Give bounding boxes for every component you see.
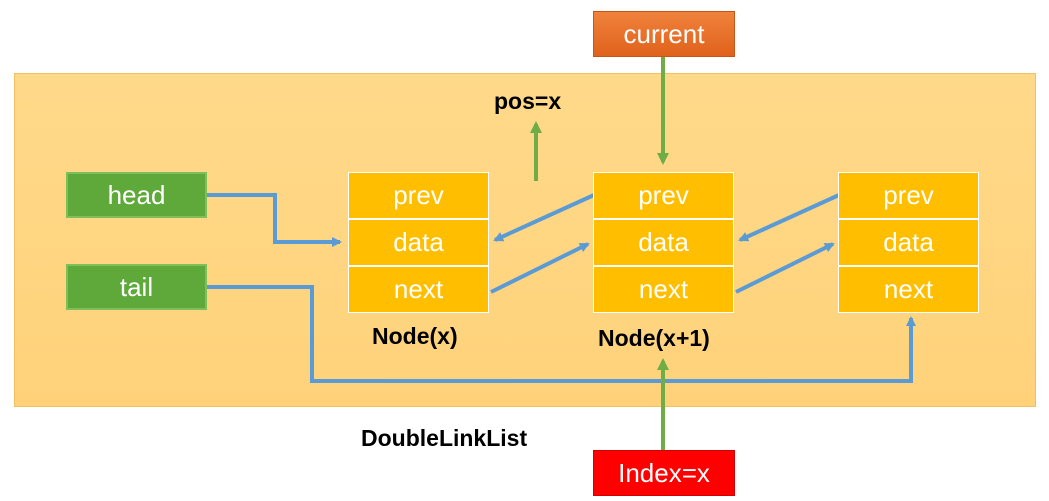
pos-label: pos=x	[494, 88, 562, 114]
current-pointer-box: current	[593, 11, 735, 57]
node-x1: prev data next	[593, 172, 734, 313]
node-x1-next-to-node-3-arrow	[735, 242, 835, 294]
node-x-prev-cell: prev	[348, 172, 489, 219]
node-x-next-to-node-x1-arrow	[490, 242, 590, 294]
node-x-label: Node(x)	[372, 323, 458, 349]
tail-label: tail	[119, 271, 154, 302]
node-x1-data-cell: data	[593, 219, 734, 266]
node-x1-next-cell: next	[593, 266, 734, 313]
tail-pointer-box: tail	[66, 264, 207, 310]
head-to-node-x-arrow	[207, 193, 342, 247]
node-x1-prev-to-node-x-arrow	[493, 193, 595, 242]
node-x1-label: Node(x+1)	[598, 325, 710, 351]
node-3-prev-cell: prev	[838, 172, 979, 219]
node-x: prev data next	[348, 172, 489, 313]
tail-to-last-node-arrow	[207, 285, 916, 383]
node-3-next-cell: next	[838, 266, 979, 313]
head-pointer-box: head	[66, 172, 207, 218]
node-x-next-cell: next	[348, 266, 489, 313]
head-label: head	[107, 179, 166, 210]
node-3-data-cell: data	[838, 219, 979, 266]
container-label: DoubleLinkList	[361, 425, 528, 451]
node-x1-prev-cell: prev	[593, 172, 734, 219]
node-3-prev-to-node-x1-arrow	[738, 193, 840, 242]
index-box: Index=x	[593, 450, 735, 496]
current-label: current	[623, 18, 705, 49]
index-label: Index=x	[618, 457, 710, 488]
node-x-data-cell: data	[348, 219, 489, 266]
node-3: prev data next	[838, 172, 979, 313]
